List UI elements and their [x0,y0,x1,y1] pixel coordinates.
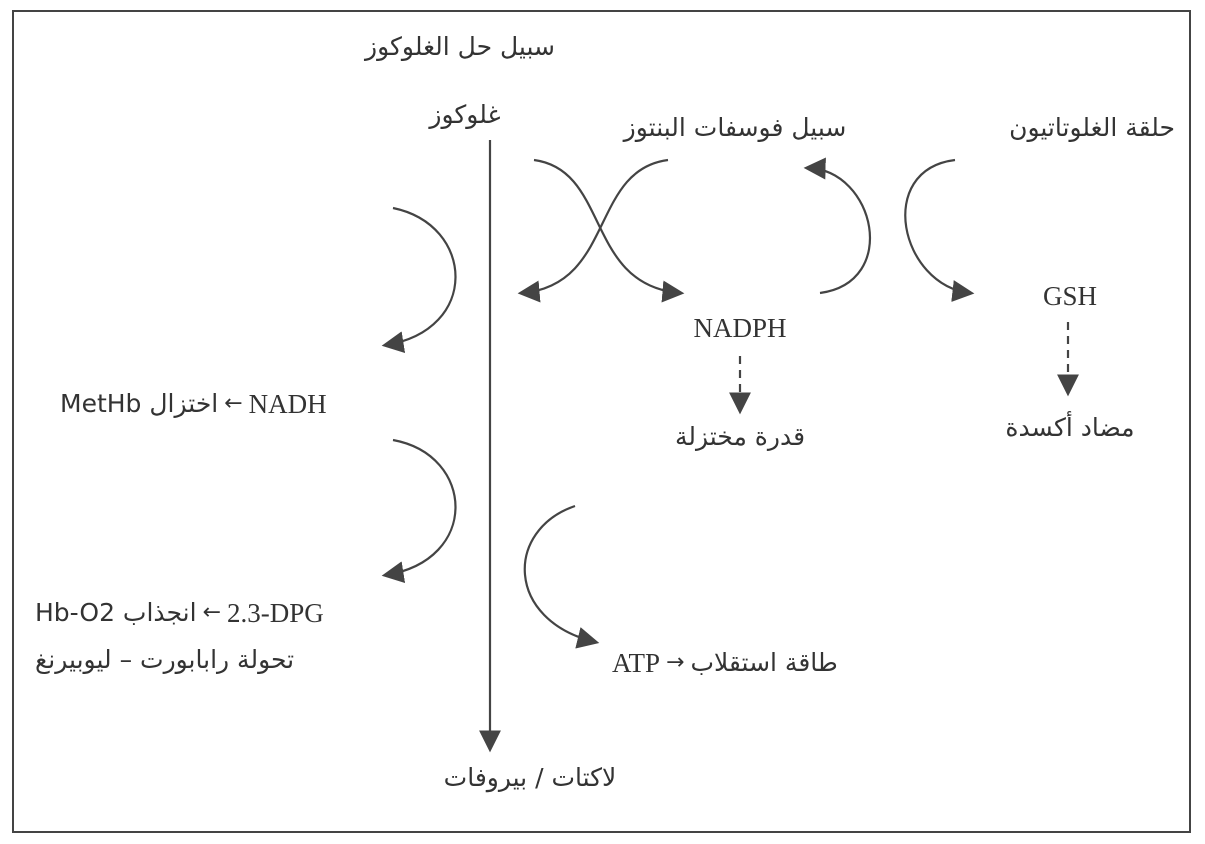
diagram-frame [12,10,1191,833]
glutathione-cycle-label: حلقة الغلوتاتيون [1009,113,1175,142]
nadph-label: NADPH [693,313,787,343]
dpg-arrow-glyph: ← [202,600,221,625]
glucose-label: غلوكوز [429,100,501,129]
rapoport-shunt-label: تحولة رابابورت – ليوبيرنغ [35,645,295,674]
dpg-curve-arrow [381,438,457,584]
nadh-row: اختزال MetHb←NADH [60,388,327,419]
hb-o2-affinity-label: انجذاب Hb-O2 [35,598,197,627]
atp-label: ATP [612,648,661,678]
nadp-regeneration-arrow [803,157,871,295]
nadh-arrow-glyph: ← [224,391,243,416]
glycolysis-title: سبيل حل الغلوكوز [365,32,555,61]
pentose-return-arrow [517,158,669,303]
nadh-label: NADH [248,389,327,419]
metabolic-energy-label: طاقة استقلاب [690,648,838,677]
dpg-label: 2.3-DPG [227,598,324,628]
reducing-power-label: قدرة مختزلة [674,422,806,451]
atp-curve-arrow [523,504,600,649]
antioxidant-label: مضاد أكسدة [1005,413,1135,442]
atp-arrow-glyph: → [666,650,685,675]
dpg-row: انجذاب Hb-O2←2.3-DPG [35,597,324,628]
atp-row: ATP→طاقة استقلاب [612,647,838,678]
gsh-label: GSH [1042,281,1097,311]
methb-reduction-label: اختزال MetHb [60,389,219,418]
pentose-to-nadph-arrow [533,158,685,303]
nadh-curve-arrow [381,206,457,354]
pentose-pathway-label: سبيل فوسفات البنتوز [623,113,847,142]
lactate-pyruvate-label: لاكتات / بيروفات [443,763,617,792]
glutathione-to-gsh-arrow [904,158,975,302]
